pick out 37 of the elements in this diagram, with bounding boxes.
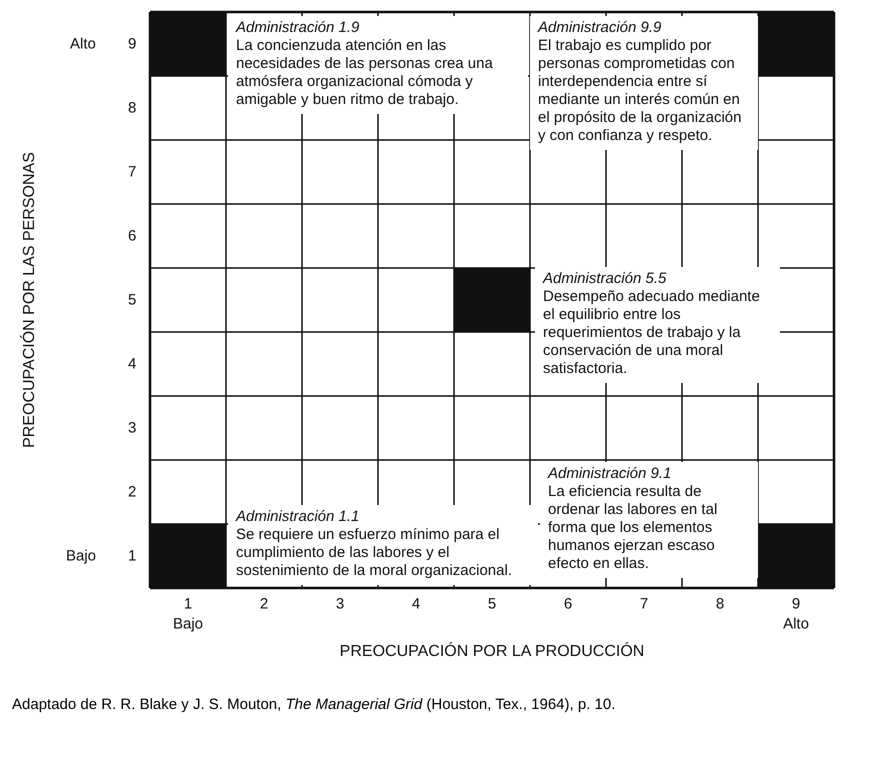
- style-description: Se requiere un esfuerzo mínimo para el cumplimiento de las labores y el sostenimiento de la moral organizacional.: [236, 526, 513, 580]
- tick-label: 7: [640, 596, 648, 612]
- tick-label: Bajo: [66, 548, 96, 564]
- tick-label: 7: [128, 164, 136, 180]
- tick-label: Alto: [70, 36, 96, 52]
- tick-label: 3: [336, 596, 344, 612]
- style-heading: Administración 5.5: [543, 270, 668, 288]
- style-heading: Administración 9.1: [548, 465, 672, 483]
- tick-label: 9: [792, 596, 800, 612]
- style-description: El trabajo es cumplido por personas comprometidas con interdependencia entre sí mediante un interés común en el propósito de la organización y con confianza y respeto.: [538, 37, 742, 145]
- source-note: Adaptado de R. R. Blake y J. S. Mouton, The Managerial Grid (Houston, Tex., 1964), p. 10.: [12, 695, 616, 715]
- tick-label: 6: [128, 228, 136, 244]
- tick-label: 3: [128, 420, 136, 436]
- tick-label: 8: [128, 100, 136, 116]
- style-heading: Administración 1.1: [236, 508, 360, 526]
- tick-label: 1: [128, 548, 136, 564]
- style-description: La concienzuda atención en las necesidades de las personas crea una atmósfera organizacional cómoda y amigable y buen ritmo de trabajo.: [236, 37, 494, 109]
- note-panel: [530, 16, 758, 150]
- tick-label: 4: [128, 356, 136, 372]
- axis-title: PREOCUPACIÓN POR LA PRODUCCIÓN: [340, 643, 644, 661]
- note-panel: [228, 16, 528, 114]
- tick-label: 2: [128, 484, 136, 500]
- style-heading: Administración 1.9: [236, 19, 360, 37]
- tick-label: 9: [128, 36, 136, 52]
- style-description: Desempeño adecuado mediante el equilibrio entre los requerimientos de trabajo y la conservación de una moral satisfactoria.: [543, 288, 761, 378]
- tick-label: 6: [564, 596, 572, 612]
- style-heading: Administración 9.9: [538, 19, 662, 37]
- tick-label: 8: [716, 596, 724, 612]
- tick-label: 2: [260, 596, 268, 612]
- tick-label: Alto: [783, 616, 809, 632]
- tick-label: 5: [128, 292, 136, 308]
- style-description: La eficiencia resulta de ordenar las labores en tal forma que los elementos humanos ejerzan escaso efecto en ellas.: [548, 483, 718, 573]
- tick-label: 5: [488, 596, 496, 612]
- tick-label: 4: [412, 596, 420, 612]
- tick-label: Bajo: [172, 616, 204, 632]
- axis-title: PREOCUPACIÓN POR LAS PERSONAS: [21, 152, 39, 448]
- tick-label: 1: [184, 596, 192, 612]
